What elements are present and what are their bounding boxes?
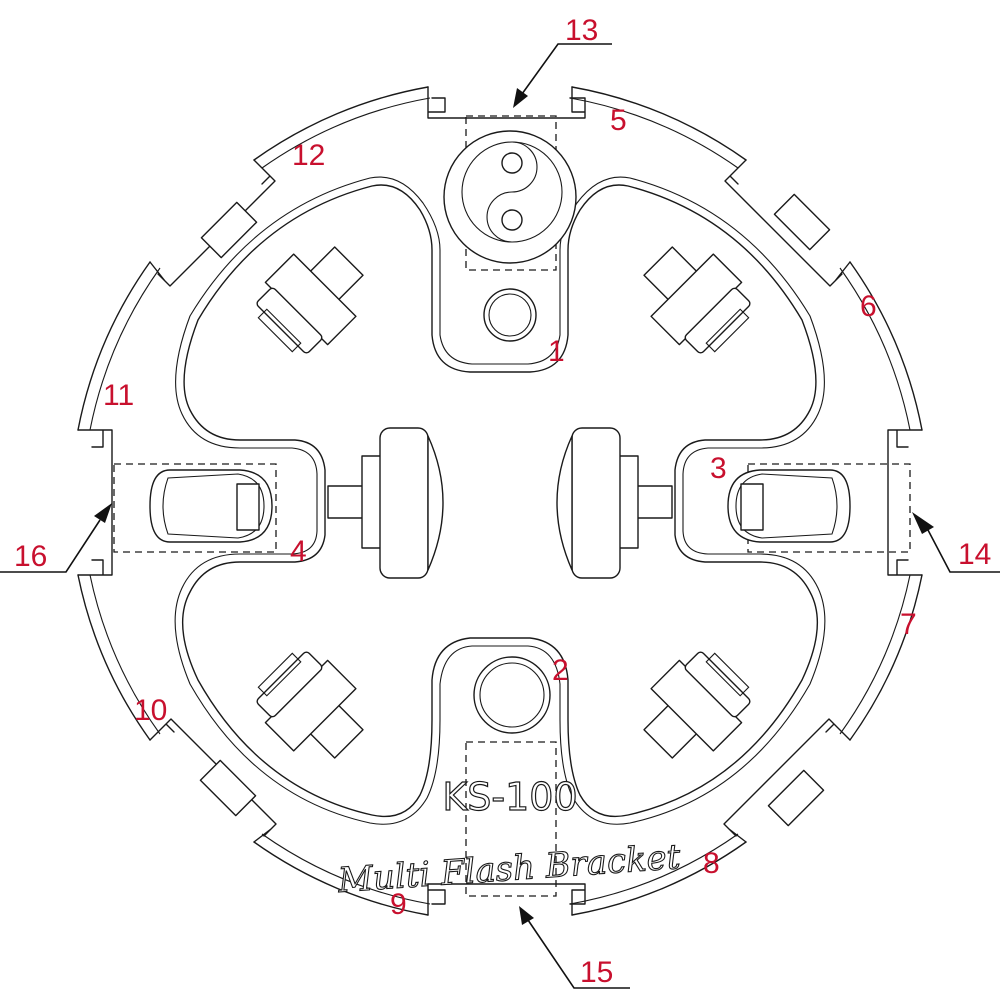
callout-2: 2 (552, 654, 569, 687)
callout-11: 11 (103, 379, 134, 412)
mount-hole-2 (473, 656, 551, 734)
diagonal-knob-top-right (643, 246, 751, 354)
left-knob (327, 427, 444, 579)
callouts: 1 2 3 4 5 6 7 8 9 10 11 12 13 14 15 16 (14, 14, 991, 989)
rim-slot-bottom (427, 883, 586, 916)
diagonal-knob-bottom-left (256, 651, 364, 759)
diagonal-knob-bottom-right (643, 651, 751, 759)
rim-tabs (199, 193, 831, 827)
callout-8: 8 (703, 847, 720, 880)
mount-hole-1 (483, 288, 537, 342)
diagonal-knob-top-left (256, 246, 364, 354)
rim-slot-top-left (149, 159, 276, 287)
right-shoe-mount (727, 463, 911, 553)
callout-16: 16 (14, 540, 47, 573)
callout-1: 1 (548, 335, 565, 368)
callout-9: 9 (390, 888, 407, 921)
callout-7: 7 (900, 608, 917, 641)
callout-12: 12 (292, 139, 325, 172)
rim-slot-bottom-right (723, 718, 851, 843)
rim-slot-bottom-left (149, 718, 277, 843)
callout-4: 4 (290, 535, 307, 568)
callout-5: 5 (610, 104, 627, 137)
rim-slots (77, 86, 923, 916)
leader-14 (912, 512, 1000, 573)
callout-3: 3 (710, 452, 727, 485)
callout-10: 10 (134, 694, 167, 727)
leader-13 (513, 43, 612, 108)
leader-15 (519, 906, 630, 989)
right-knob (556, 427, 673, 579)
bracket-outer-rim (77, 86, 923, 916)
yin-yang-logo-icon (461, 141, 563, 243)
rim-slot-top (427, 86, 586, 119)
leader-16 (0, 503, 112, 573)
rim-slot-right (887, 429, 923, 576)
callout-15: 15 (580, 956, 613, 989)
product-engraving: Multi Flash Bracket (336, 837, 682, 901)
left-shoe-mount (113, 463, 277, 553)
rim-slot-left (77, 429, 113, 576)
top-mount-plate (443, 115, 577, 342)
inner-cutout (174, 176, 826, 825)
callout-13: 13 (565, 14, 598, 47)
callout-6: 6 (860, 290, 877, 323)
callout-14: 14 (958, 538, 991, 571)
bottom-mount-plate (465, 656, 557, 897)
rim-slot-top-right (724, 159, 851, 287)
model-engraving: KS-100 (442, 775, 577, 819)
